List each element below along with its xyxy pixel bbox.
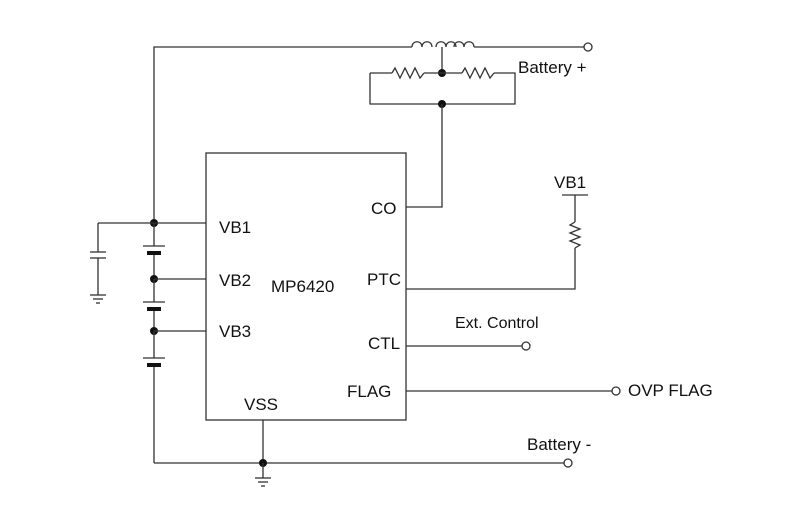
- cell1-plate-short: [147, 251, 161, 255]
- inductor-coil: [411, 41, 475, 48]
- pin-label-ptc: PTC: [367, 270, 401, 289]
- pin-label-vb2: VB2: [219, 271, 251, 290]
- resistor-right: [461, 66, 495, 80]
- pin-label-vb3: VB3: [219, 322, 251, 341]
- ground-icon: [255, 477, 271, 487]
- chip-body: [205, 152, 407, 421]
- ovp-flag-label: OVP FLAG: [628, 381, 713, 400]
- resistor-left: [391, 66, 425, 80]
- capacitor-ground-icon: [90, 294, 106, 304]
- ext-control-label: Ext. Control: [455, 315, 539, 332]
- pin-label-vb1: VB1: [219, 218, 251, 237]
- ptc-resistor: [568, 221, 582, 249]
- pin-label-ctl: CTL: [368, 334, 400, 353]
- pin-label-co: CO: [371, 199, 397, 218]
- vb1-ref-label: VB1: [554, 173, 586, 192]
- ext-control-terminal[interactable]: [521, 341, 531, 351]
- battery-plus-wire: [153, 46, 584, 223]
- pin-label-vss: VSS: [244, 395, 278, 414]
- battery-plus-terminal[interactable]: [583, 42, 593, 52]
- sense-network-frame: [369, 72, 516, 105]
- battery-plus-label: Battery +: [518, 58, 587, 77]
- cell2-plate-short: [147, 307, 161, 311]
- battery-minus-label: Battery -: [527, 435, 591, 454]
- pin-label-flag: FLAG: [347, 382, 391, 401]
- battery-minus-terminal[interactable]: [563, 458, 573, 468]
- ovp-flag-terminal[interactable]: [611, 386, 621, 396]
- ptc-wire: [406, 248, 576, 290]
- chip-name: MP6420: [271, 277, 334, 296]
- co-wire: [406, 104, 443, 208]
- cell3-plate-short: [147, 363, 161, 367]
